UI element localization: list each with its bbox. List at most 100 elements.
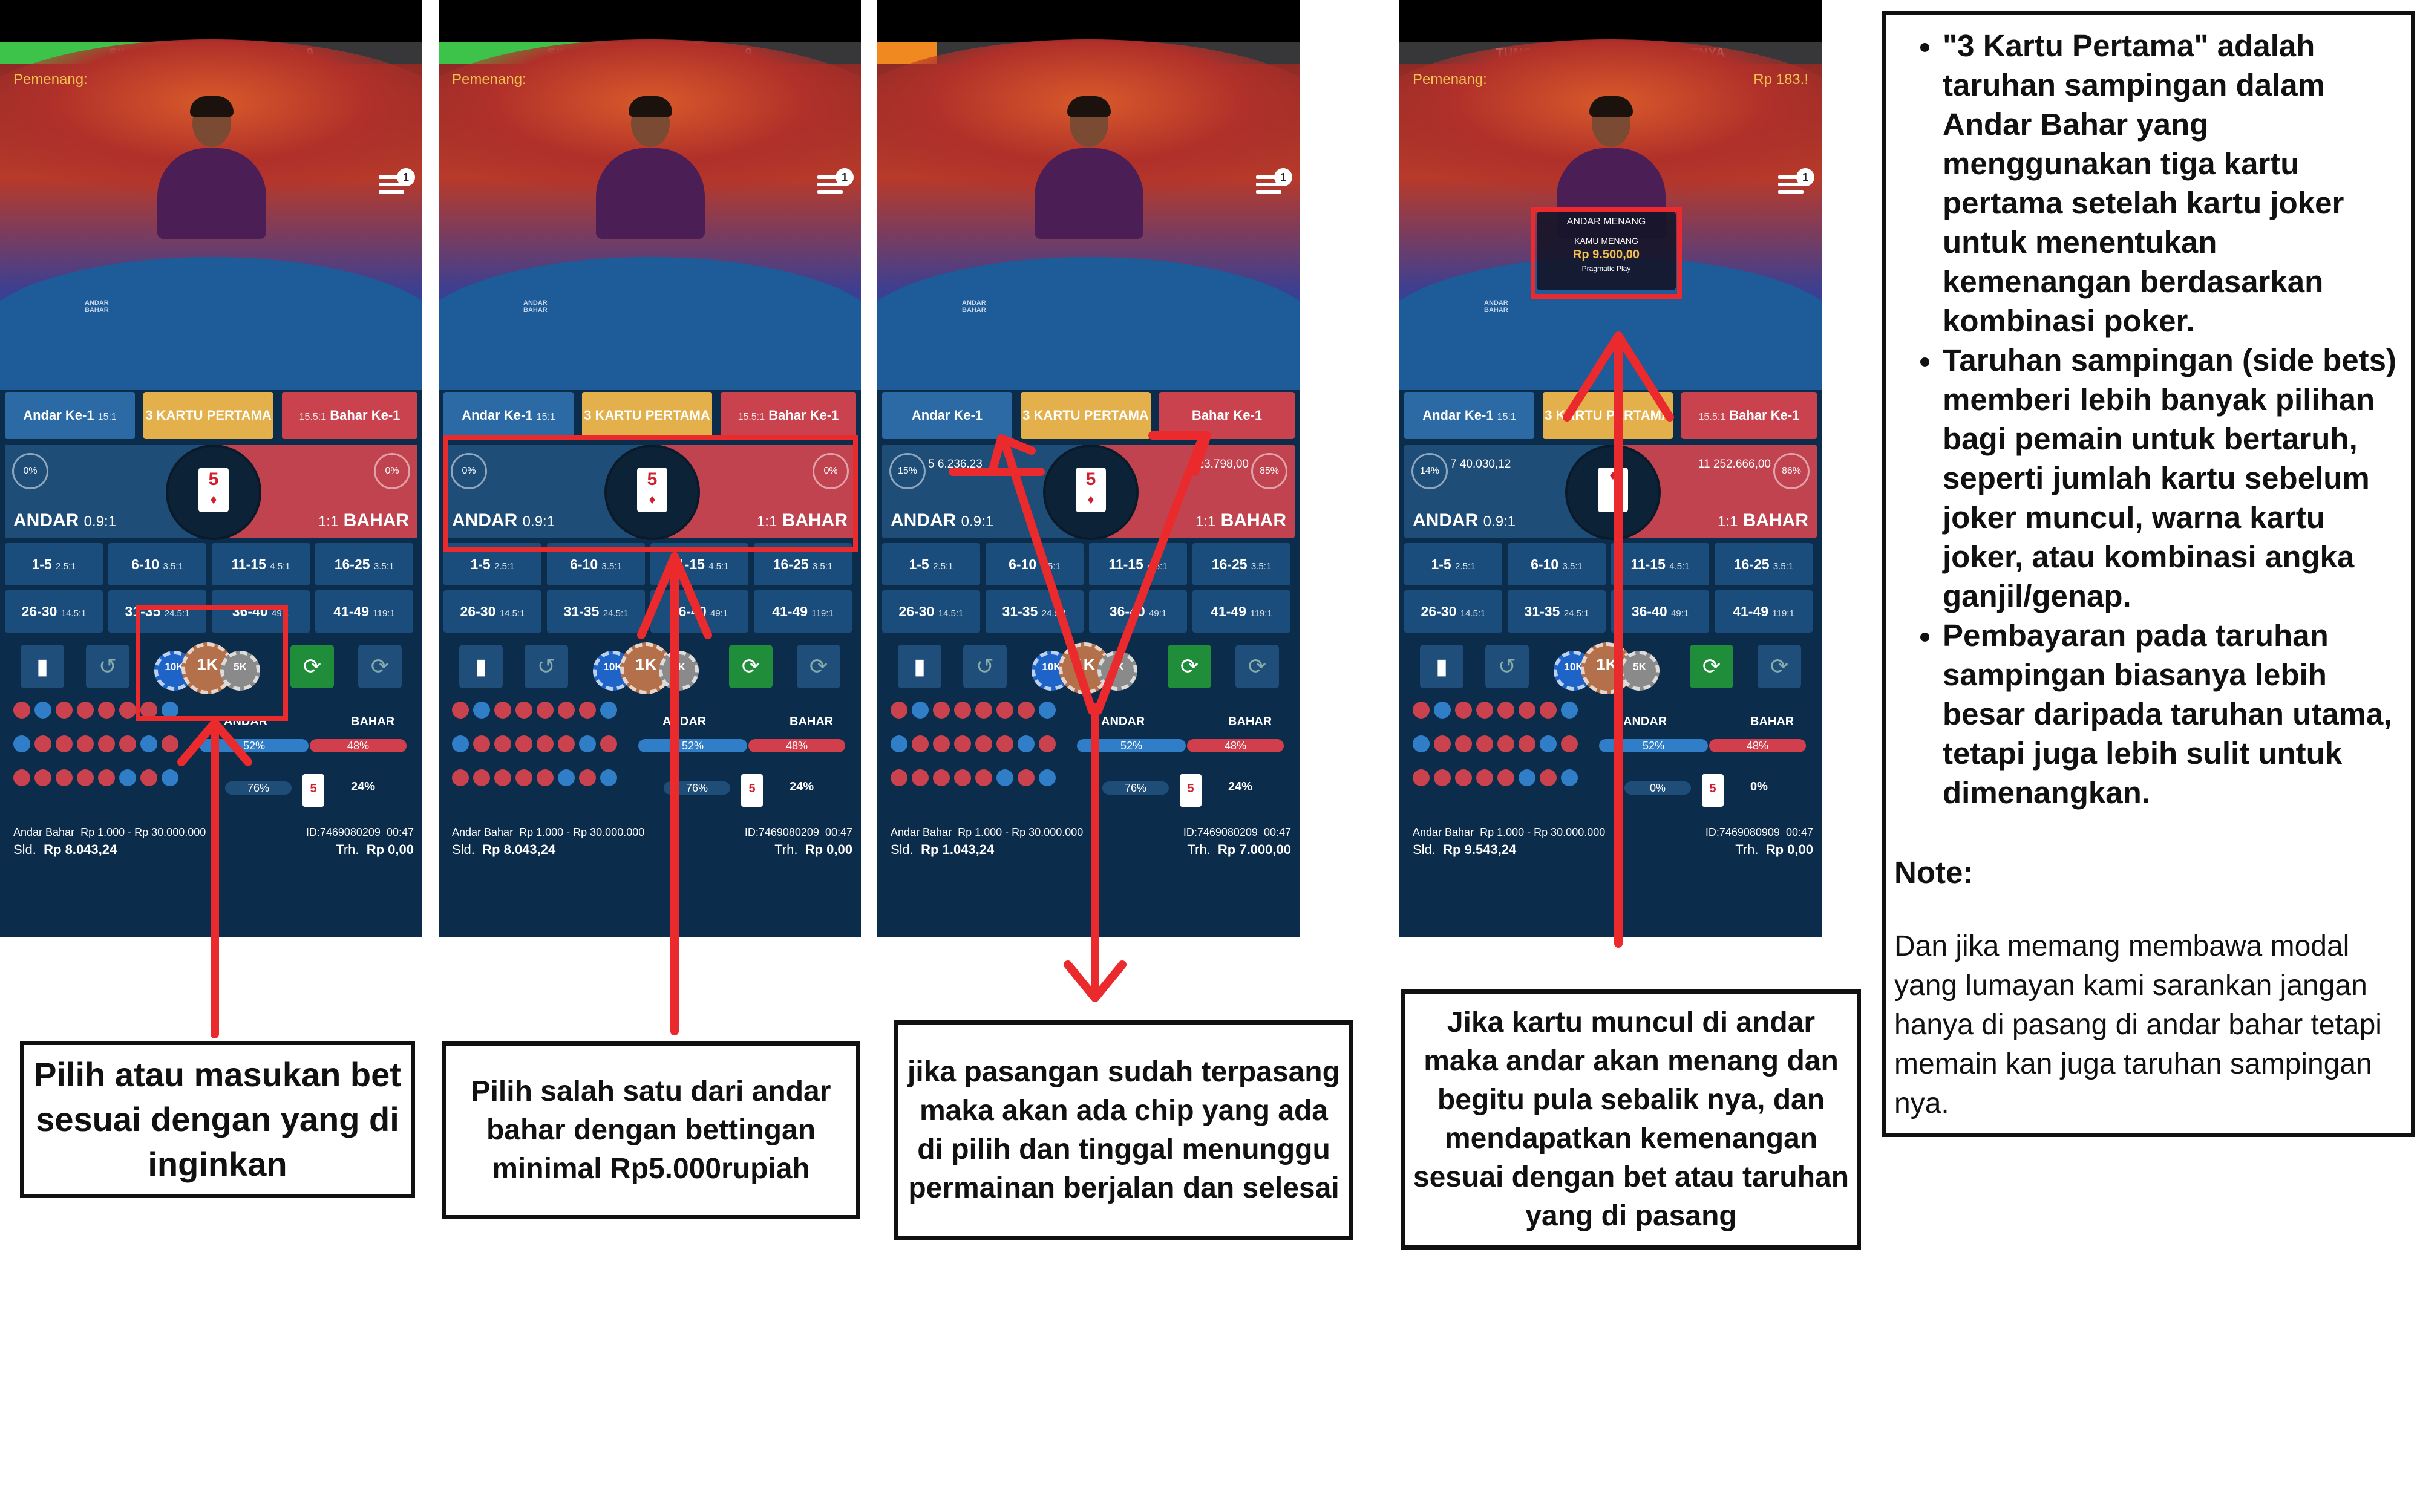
bet-first-three-cards[interactable]: 3 KARTU PERTAMA: [143, 392, 273, 439]
double-icon[interactable]: ⟳: [1235, 645, 1279, 688]
joker-card-slot: ♦: [1565, 445, 1661, 540]
chip-5k[interactable]: 5K: [220, 651, 260, 691]
card-icon: 5: [741, 774, 763, 807]
range-bet-41-49[interactable]: 41-49 119:1: [1192, 590, 1290, 633]
statistics-icon[interactable]: ▮: [898, 645, 941, 688]
balance-label: Sld.: [1413, 842, 1436, 857]
menu-icon[interactable]: 1: [817, 168, 854, 201]
menu-icon[interactable]: 1: [1256, 168, 1292, 201]
range-label: 36-40: [670, 604, 707, 619]
win-popup-sub: KAMU MENANG: [1574, 236, 1638, 246]
rebet-icon[interactable]: ⟳: [1690, 645, 1733, 688]
winner-label: Pemenang:: [452, 71, 526, 88]
range-bet-36-40[interactable]: 36-40 49:1: [650, 590, 748, 633]
range-bet-1-5[interactable]: 1-5 2.5:1: [5, 543, 103, 585]
bet-limits: Rp 1.000 - Rp 30.000.000: [80, 826, 206, 838]
range-bet-36-40[interactable]: 36-40 49:1: [1089, 590, 1187, 633]
history-bead: [996, 769, 1013, 786]
range-bet-1-5[interactable]: 1-5 2.5:1: [1404, 543, 1502, 585]
range-bet-16-25[interactable]: 16-25 3.5:1: [1715, 543, 1813, 585]
double-icon[interactable]: ⟳: [358, 645, 402, 688]
chip-5k[interactable]: 5K: [1620, 651, 1660, 691]
label: 3 KARTU PERTAMA: [1022, 408, 1149, 423]
undo-icon[interactable]: ↺: [1485, 645, 1529, 688]
bet-andar-first[interactable]: Andar Ke-1 15:1: [5, 392, 135, 439]
rebet-icon[interactable]: ⟳: [1168, 645, 1211, 688]
range-bet-26-30[interactable]: 26-30 14.5:1: [443, 590, 541, 633]
notification-badge: 1: [397, 168, 415, 186]
rebet-icon[interactable]: ⟳: [290, 645, 334, 688]
history-bead: [891, 735, 908, 752]
bet-first-three-cards[interactable]: 3 KARTU PERTAMA: [1021, 392, 1151, 439]
range-bet-11-15[interactable]: 11-15 4.5:1: [1611, 543, 1709, 585]
history-bead: [933, 769, 950, 786]
range-bet-26-30[interactable]: 26-30 14.5:1: [1404, 590, 1502, 633]
menu-icon[interactable]: 1: [379, 168, 415, 201]
bahar-win-bar: 48%: [310, 739, 407, 752]
range-bet-6-10[interactable]: 6-10 3.5:1: [108, 543, 206, 585]
statistics-icon[interactable]: ▮: [459, 645, 503, 688]
label: Andar Ke-1: [911, 408, 983, 423]
history-bead: [933, 702, 950, 719]
statistics-icon[interactable]: ▮: [21, 645, 64, 688]
bet-bahar-first[interactable]: 15.5:1 Bahar Ke-1: [282, 392, 417, 439]
history-bead: [452, 702, 469, 719]
range-bet-1-5[interactable]: 1-5 2.5:1: [882, 543, 980, 585]
range-bet-6-10[interactable]: 6-10 3.5:1: [1508, 543, 1606, 585]
undo-icon[interactable]: ↺: [525, 645, 568, 688]
range-bet-41-49[interactable]: 41-49 119:1: [1715, 590, 1813, 633]
range-bet-16-25[interactable]: 16-25 3.5:1: [1192, 543, 1290, 585]
range-odds: 119:1: [373, 608, 395, 619]
range-odds: 4.5:1: [270, 561, 290, 572]
range-bet-16-25[interactable]: 16-25 3.5:1: [315, 543, 413, 585]
range-odds: 2.5:1: [933, 561, 953, 572]
undo-icon[interactable]: ↺: [963, 645, 1007, 688]
double-icon[interactable]: ⟳: [1758, 645, 1801, 688]
table-print-bahar: BAHAR: [1484, 307, 1508, 314]
bet-andar-first[interactable]: Andar Ke-1 15:1: [1404, 392, 1534, 439]
range-bet-11-15[interactable]: 11-15 4.5:1: [1089, 543, 1187, 585]
bet-andar-first[interactable]: Andar Ke-1 15:1: [443, 392, 574, 439]
chip-5k[interactable]: 5K: [1097, 651, 1137, 691]
table-print-andar: ANDAR: [1484, 299, 1508, 307]
history-bead: [452, 735, 469, 752]
menu-icon[interactable]: 1: [1778, 168, 1814, 201]
range-bet-31-35[interactable]: 31-35 24.5:1: [1508, 590, 1606, 633]
bet-first-three-cards[interactable]: 3 KARTU PERTAMA: [1543, 392, 1673, 439]
undo-icon[interactable]: ↺: [86, 645, 129, 688]
history-bead: [34, 769, 51, 786]
range-bet-36-40[interactable]: 36-40 49:1: [1611, 590, 1709, 633]
total-bet-value: Rp 0,00: [805, 842, 852, 857]
double-icon[interactable]: ⟳: [797, 645, 840, 688]
bet-bahar-first[interactable]: 15.5:1 Bahar Ke-1: [721, 392, 856, 439]
bet-bahar-first[interactable]: Bahar Ke-1: [1159, 392, 1295, 439]
info-bullet: Taruhan sampingan (side bets) memberi le…: [1943, 341, 2402, 616]
range-bet-41-49[interactable]: 41-49 119:1: [315, 590, 413, 633]
range-bet-6-10[interactable]: 6-10 3.5:1: [986, 543, 1084, 585]
range-odds: 3.5:1: [812, 561, 833, 572]
history-bead: [1455, 769, 1472, 786]
total-bet-value: Rp 0,00: [366, 842, 414, 857]
range-bet-31-35[interactable]: 31-35 24.5:1: [986, 590, 1084, 633]
rebet-icon[interactable]: ⟳: [729, 645, 773, 688]
range-bet-26-30[interactable]: 26-30 14.5:1: [5, 590, 103, 633]
range-odds: 2.5:1: [494, 561, 515, 572]
game-name: Andar Bahar: [13, 826, 75, 838]
range-bet-26-30[interactable]: 26-30 14.5:1: [882, 590, 980, 633]
main-bet: 15% 5 6.236,23 ANDAR 0.9:1 85% 6 23.798,…: [882, 445, 1295, 540]
range-bet-31-35[interactable]: 31-35 24.5:1: [547, 590, 645, 633]
bet-first-three-cards[interactable]: 3 KARTU PERTAMA: [582, 392, 712, 439]
total-bet-label: Trh.: [1735, 842, 1759, 857]
range-bet-41-49[interactable]: 41-49 119:1: [754, 590, 852, 633]
bahar-percentage: 0%: [813, 453, 849, 489]
history-bead: [558, 702, 575, 719]
label: Bahar Ke-1: [768, 408, 839, 423]
bet-andar-first[interactable]: Andar Ke-1: [882, 392, 1012, 439]
range-odds: 3.5:1: [601, 561, 622, 572]
statistics-icon[interactable]: ▮: [1420, 645, 1463, 688]
chip-5k[interactable]: 5K: [659, 651, 699, 691]
bead-road: [1413, 702, 1594, 816]
range-bet-11-15[interactable]: 11-15 4.5:1: [212, 543, 310, 585]
bet-bahar-first[interactable]: 15.5:1 Bahar Ke-1: [1681, 392, 1817, 439]
range-bet-31-35[interactable]: 31-35 24.5:1: [108, 590, 206, 633]
